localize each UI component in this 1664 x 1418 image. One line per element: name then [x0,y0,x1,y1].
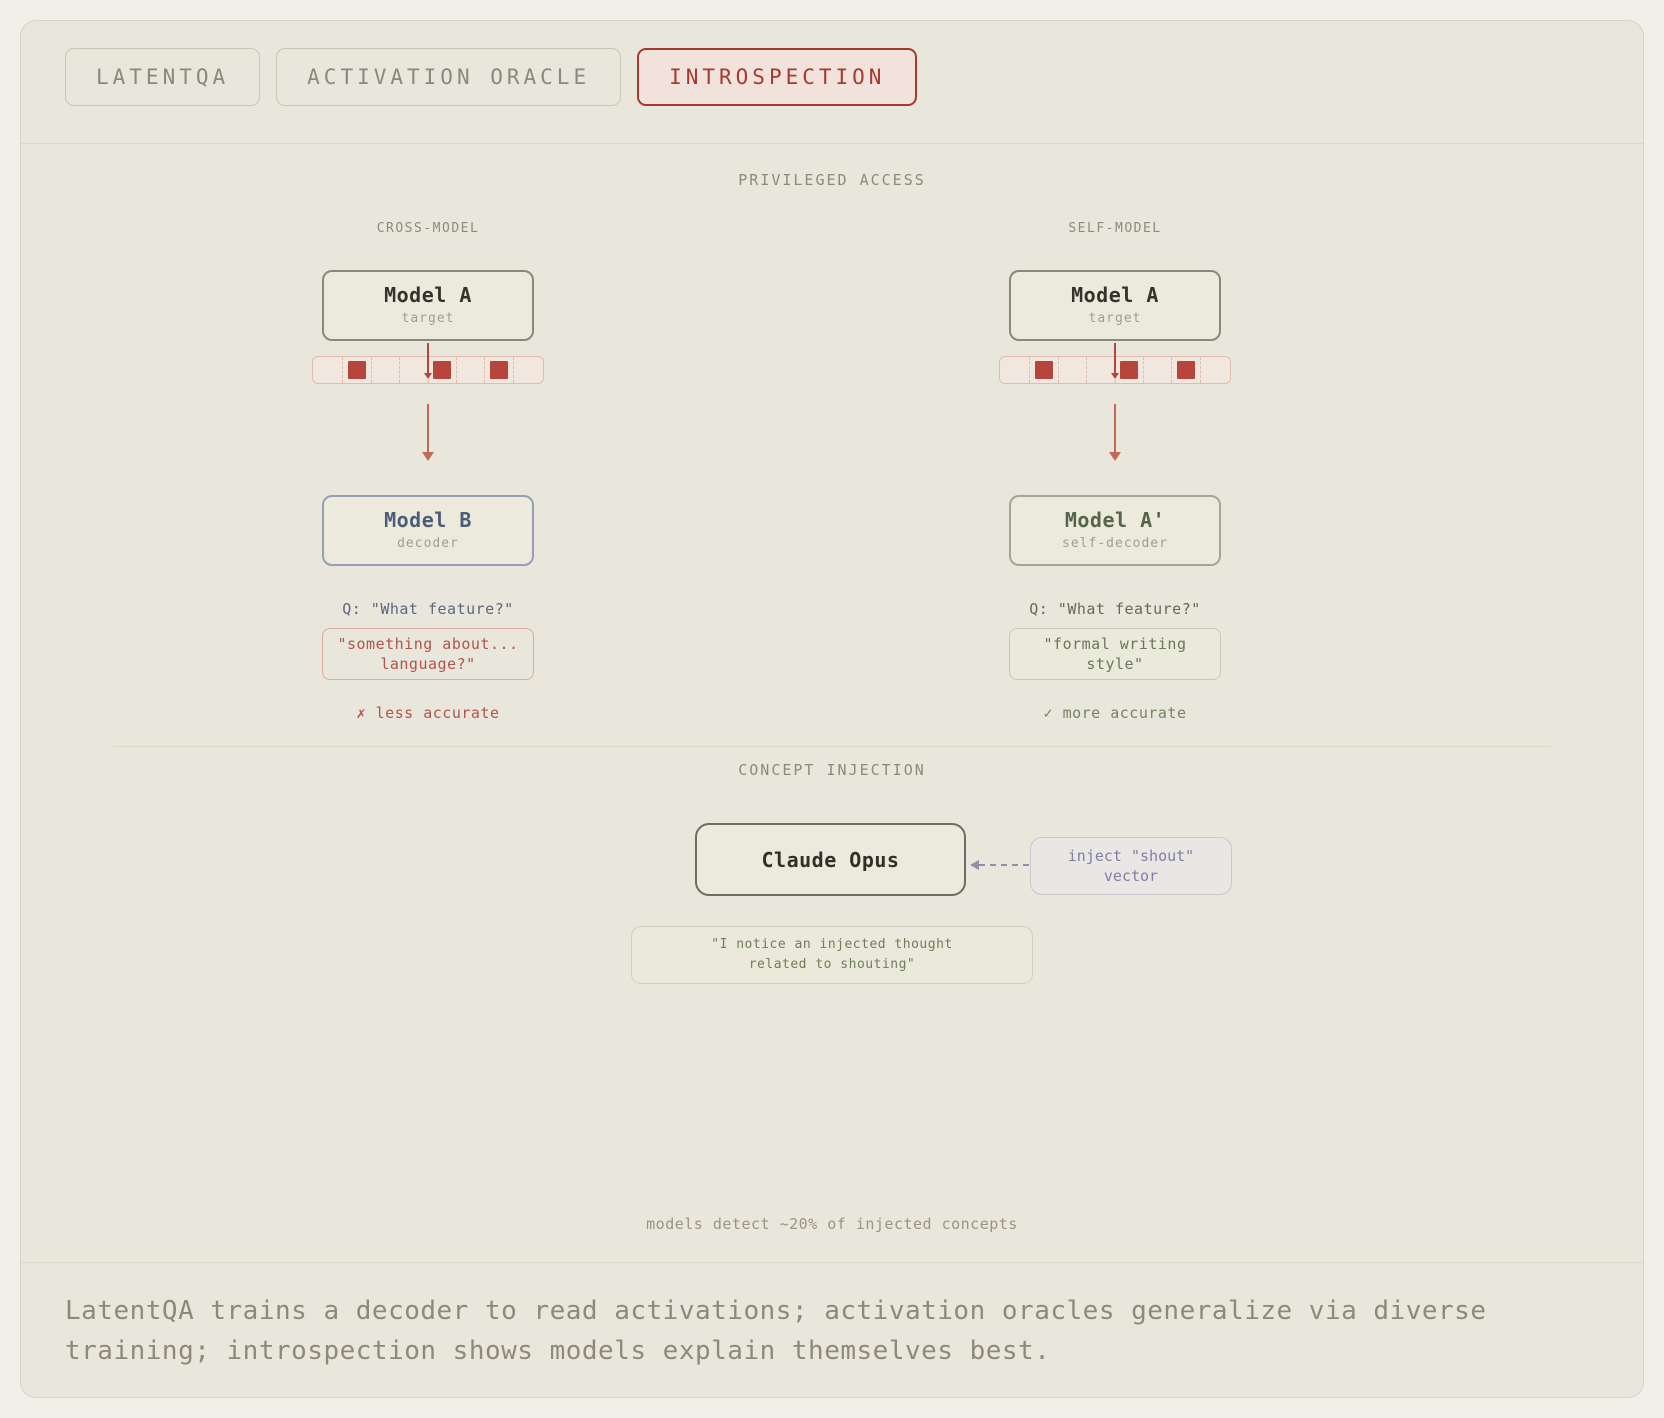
model-role: target [1088,311,1142,326]
claude-opus-node: Claude Opus [695,823,966,896]
answer-line: style" [1086,655,1144,673]
main-card: LATENTQA ACTIVATION ORACLE INTROSPECTION… [20,20,1644,1398]
detection-rate-note: models detect ~20% of injected concepts [646,1215,1018,1233]
activation-cell [1057,357,1086,383]
activation-cell [1142,357,1171,383]
activation-tap-arrow [427,343,429,374]
activation-cell [1002,357,1029,383]
self-verdict-text: ✓ more accurate [1043,704,1187,722]
cross-decoder-model-node: Model B decoder [322,495,534,566]
self-answer-box: "formal writing style" [1009,628,1221,680]
tab-activation-oracle[interactable]: ACTIVATION ORACLE [276,48,622,106]
activation-cell [1086,357,1114,383]
cross-model-column: CROSS-MODEL Model A target Model B decod… [228,221,628,722]
model-role: self-decoder [1062,536,1168,551]
cross-activation-strip-wrap [312,343,544,384]
self-question-text: Q: "What feature?" [1029,600,1201,618]
cross-verdict-text: ✗ less accurate [356,704,500,722]
tab-latentqa[interactable]: LATENTQA [65,48,261,106]
tab-bar: LATENTQA ACTIVATION ORACLE INTROSPECTION [21,21,1643,144]
response-line: "I notice an injected thought [711,937,953,952]
activation-cell [399,357,427,383]
cross-target-model-node: Model A target [322,270,534,341]
self-target-model-node: Model A target [1009,270,1221,341]
model-name: Model A [1071,283,1159,307]
activation-cell-filled [1029,357,1057,383]
activation-cell-filled [342,357,370,383]
section-divider [113,746,1551,747]
cross-answer-box: "something about... language?" [322,628,534,680]
self-model-column: SELF-MODEL Model A target Model A' self-… [915,221,1315,722]
cross-model-label: CROSS-MODEL [376,221,480,236]
activation-cell-filled [427,357,456,383]
self-model-label: SELF-MODEL [1068,221,1162,236]
concept-injection-title: CONCEPT INJECTION [738,761,926,779]
activation-cell [315,357,342,383]
inject-line: inject "shout" [1067,847,1195,865]
cross-arrow-down-icon [422,404,434,461]
inject-arrow-icon [970,860,1029,870]
caption-footer: LatentQA trains a decoder to read activa… [21,1262,1643,1397]
activation-cell-filled [1114,357,1143,383]
answer-line: language?" [380,655,476,673]
cross-question-text: Q: "What feature?" [342,600,514,618]
model-name: Model A' [1064,508,1166,532]
response-line: related to shouting" [748,957,916,972]
self-decoder-model-node: Model A' self-decoder [1009,495,1221,566]
model-response-box: "I notice an injected thought related to… [631,926,1033,984]
activation-tap-arrow [1114,343,1116,374]
activation-cell [1199,357,1228,383]
model-role: target [401,311,455,326]
answer-line: "something about... [337,635,519,653]
diagram-area: PRIVILEGED ACCESS CROSS-MODEL Model A ta… [21,144,1643,1264]
inject-vector-label: inject "shout" vector [1030,837,1232,895]
activation-cell-filled [1171,357,1199,383]
self-activation-strip-wrap [999,343,1231,384]
privileged-access-title: PRIVILEGED ACCESS [738,171,926,189]
activation-cell-filled [484,357,512,383]
activation-cell [455,357,484,383]
caption-text: LatentQA trains a decoder to read activa… [65,1296,1487,1366]
activation-cell [370,357,399,383]
model-name: Model B [384,508,472,532]
inject-line: vector [1103,867,1159,885]
activation-cell [512,357,541,383]
tab-introspection[interactable]: INTROSPECTION [637,48,918,106]
model-role: decoder [397,536,459,551]
answer-line: "formal writing [1043,635,1187,653]
model-name: Model A [384,283,472,307]
self-arrow-down-icon [1109,404,1121,461]
